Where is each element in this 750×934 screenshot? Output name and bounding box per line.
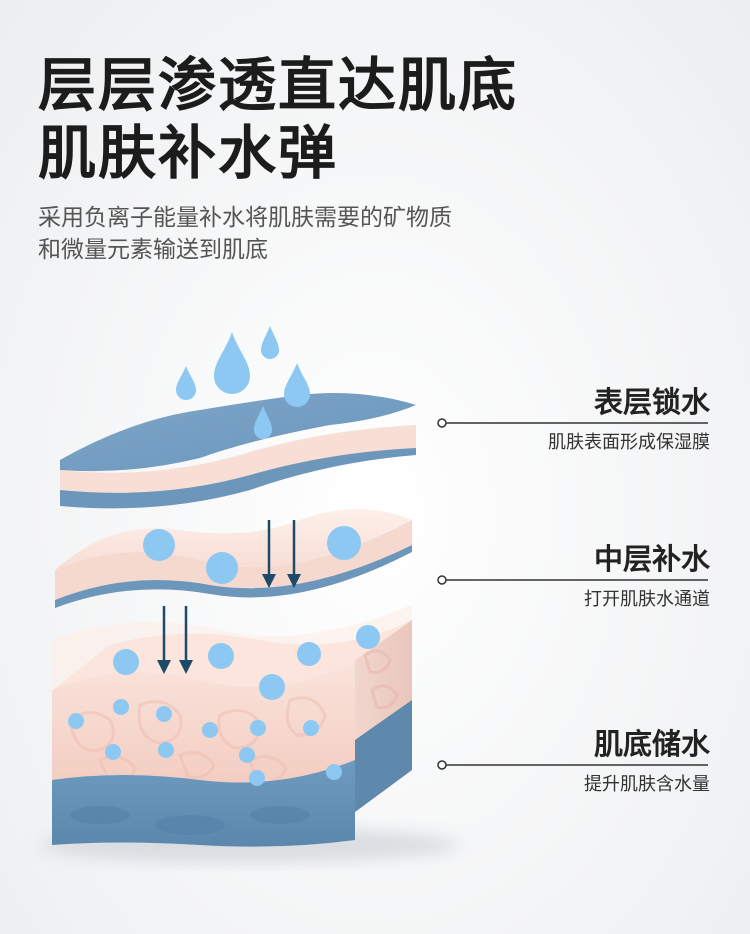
bottom-layer-bubbles (68, 625, 380, 786)
top-skin-layer (60, 392, 416, 509)
layer-label-middle: 中层补水 打开肌肤水通道 (584, 541, 710, 613)
arrow-down-icon (262, 520, 276, 588)
water-drop-icon (254, 406, 272, 439)
layer-title: 中层补水 (593, 542, 710, 576)
middle-layer-bubbles (143, 526, 361, 584)
layer-description: 提升肌肤含水量 (584, 774, 710, 795)
layer-description: 打开肌肤水通道 (584, 589, 710, 610)
arrow-down-icon (287, 520, 301, 588)
skin-layers-illustration (40, 326, 708, 863)
subtitle-line-2: 和微量元素输送到肌底 (38, 237, 268, 263)
label-connectors (437, 418, 708, 770)
water-drops (176, 326, 310, 439)
layer-title: 肌底储水 (593, 727, 710, 761)
water-drop-icon (284, 363, 310, 407)
headline-line-1: 层层渗透直达肌底 (38, 51, 519, 119)
layer-description: 肌肤表面形成保湿膜 (548, 432, 710, 453)
water-drop-icon (261, 326, 279, 359)
layer-label-surface: 表层锁水 肌肤表面形成保湿膜 (548, 384, 710, 456)
headline-line-2: 肌肤补水弹 (38, 119, 339, 187)
water-drop-icon (214, 332, 250, 394)
arrow-down-icon (157, 606, 171, 674)
middle-skin-layer (55, 509, 412, 608)
arrow-down-icon (179, 606, 193, 674)
subtitle-line-1: 采用负离子能量补水将肌肤需要的矿物质 (38, 205, 452, 231)
layer-title: 表层锁水 (593, 385, 710, 419)
penetration-arrows (157, 520, 301, 674)
layer-label-base: 肌底储水 提升肌肤含水量 (584, 726, 710, 798)
water-drop-icon (176, 366, 196, 400)
